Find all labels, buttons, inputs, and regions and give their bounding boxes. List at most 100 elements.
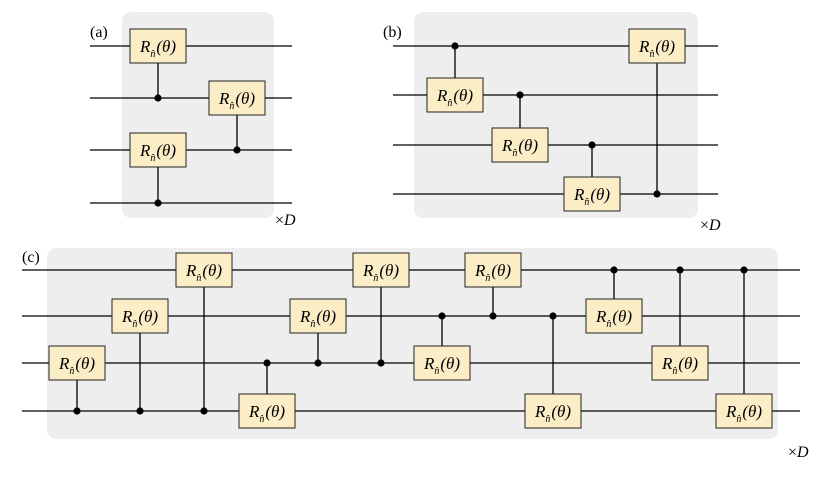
control-dot bbox=[676, 266, 684, 274]
gate-symbol: R bbox=[725, 402, 737, 421]
gate-angle: (θ) bbox=[491, 261, 511, 280]
gate-angle: (θ) bbox=[138, 307, 158, 326]
gate-symbol: R bbox=[573, 185, 585, 204]
rotation-gate: Rn̂(θ) bbox=[563, 176, 621, 212]
gate-box bbox=[651, 345, 709, 381]
gate-label: Rn̂(θ) bbox=[248, 402, 285, 425]
rotation-gate: Rn̂(θ) bbox=[289, 298, 347, 334]
rotation-gate: Rn̂(θ) bbox=[413, 345, 471, 381]
gate-axis: n̂ bbox=[229, 101, 234, 112]
gate-box bbox=[413, 345, 471, 381]
control-dot bbox=[154, 199, 162, 207]
gate-label: Rn̂(θ) bbox=[299, 307, 336, 330]
gate-axis: n̂ bbox=[512, 148, 517, 159]
panel-b: Rn̂(θ)Rn̂(θ)Rn̂(θ)Rn̂(θ)(b)×D bbox=[383, 12, 721, 234]
gate-axis: n̂ bbox=[736, 414, 741, 425]
control-dot bbox=[740, 266, 748, 274]
repeat-count-label: ×D bbox=[700, 217, 721, 234]
gate-axis: n̂ bbox=[485, 273, 490, 284]
panel-c: Rn̂(θ)Rn̂(θ)Rn̂(θ)Rn̂(θ)Rn̂(θ)Rn̂(θ)Rn̂(… bbox=[22, 248, 809, 461]
gate-axis: n̂ bbox=[150, 49, 155, 60]
gate-symbol: R bbox=[299, 307, 311, 326]
gate-box bbox=[289, 298, 347, 334]
gate-box bbox=[111, 298, 169, 334]
gate-label: Rn̂(θ) bbox=[661, 354, 698, 377]
gate-axis: n̂ bbox=[649, 49, 654, 60]
gate-axis: n̂ bbox=[584, 197, 589, 208]
gate-label: Rn̂(θ) bbox=[573, 185, 610, 208]
rotation-gate: Rn̂(θ) bbox=[129, 132, 187, 168]
rotation-gate: Rn̂(θ) bbox=[715, 393, 773, 429]
gate-label: Rn̂(θ) bbox=[185, 261, 222, 284]
gate-box bbox=[715, 393, 773, 429]
gate-axis: n̂ bbox=[132, 319, 137, 330]
gate-symbol: R bbox=[423, 354, 435, 373]
control-dot bbox=[549, 312, 557, 320]
rotation-gate: Rn̂(θ) bbox=[464, 252, 522, 288]
gate-label: Rn̂(θ) bbox=[218, 89, 255, 112]
rotation-gate: Rn̂(θ) bbox=[491, 127, 549, 163]
control-dot bbox=[588, 141, 596, 149]
gate-axis: n̂ bbox=[373, 273, 378, 284]
rotation-gate: Rn̂(θ) bbox=[651, 345, 709, 381]
rotation-gate: Rn̂(θ) bbox=[208, 80, 266, 116]
control-dot bbox=[610, 266, 618, 274]
gate-box bbox=[585, 298, 643, 334]
gate-symbol: R bbox=[474, 261, 486, 280]
gate-symbol: R bbox=[218, 89, 230, 108]
gate-box bbox=[129, 28, 187, 64]
panel-label: (c) bbox=[22, 249, 40, 266]
gate-label: Rn̂(θ) bbox=[436, 86, 473, 109]
control-dot bbox=[489, 312, 497, 320]
gate-symbol: R bbox=[362, 261, 374, 280]
gate-axis: n̂ bbox=[672, 366, 677, 377]
gate-angle: (θ) bbox=[678, 354, 698, 373]
gate-angle: (θ) bbox=[156, 141, 176, 160]
gate-label: Rn̂(θ) bbox=[638, 37, 675, 60]
gate-angle: (θ) bbox=[518, 136, 538, 155]
control-dot bbox=[516, 91, 524, 99]
gate-box bbox=[491, 127, 549, 163]
rotation-gate: Rn̂(θ) bbox=[628, 28, 686, 64]
rotation-gate: Rn̂(θ) bbox=[352, 252, 410, 288]
gate-symbol: R bbox=[595, 307, 607, 326]
gate-angle: (θ) bbox=[612, 307, 632, 326]
gate-label: Rn̂(θ) bbox=[121, 307, 158, 330]
gate-label: Rn̂(θ) bbox=[725, 402, 762, 425]
panel-label: (b) bbox=[383, 24, 402, 41]
gate-angle: (θ) bbox=[742, 402, 762, 421]
gate-box bbox=[464, 252, 522, 288]
control-dot bbox=[451, 42, 459, 50]
gate-symbol: R bbox=[534, 402, 546, 421]
gate-label: Rn̂(θ) bbox=[501, 136, 538, 159]
gate-angle: (θ) bbox=[590, 185, 610, 204]
repeated-block-background bbox=[414, 12, 698, 218]
gate-axis: n̂ bbox=[259, 414, 264, 425]
control-dot bbox=[136, 407, 144, 415]
gate-angle: (θ) bbox=[316, 307, 336, 326]
gate-box bbox=[48, 345, 106, 381]
gate-box bbox=[628, 28, 686, 64]
gate-axis: n̂ bbox=[69, 366, 74, 377]
gate-angle: (θ) bbox=[551, 402, 571, 421]
gate-angle: (θ) bbox=[379, 261, 399, 280]
gate-axis: n̂ bbox=[447, 98, 452, 109]
gate-symbol: R bbox=[638, 37, 650, 56]
gate-angle: (θ) bbox=[75, 354, 95, 373]
control-dot bbox=[377, 359, 385, 367]
rotation-gate: Rn̂(θ) bbox=[175, 252, 233, 288]
control-dot bbox=[154, 94, 162, 102]
control-dot bbox=[438, 312, 446, 320]
gate-angle: (θ) bbox=[655, 37, 675, 56]
repeat-count-label: ×D bbox=[275, 212, 296, 229]
control-dot bbox=[73, 407, 81, 415]
gate-box bbox=[352, 252, 410, 288]
gate-box bbox=[238, 393, 296, 429]
gate-angle: (θ) bbox=[265, 402, 285, 421]
gate-axis: n̂ bbox=[545, 414, 550, 425]
rotation-gate: Rn̂(θ) bbox=[238, 393, 296, 429]
gate-symbol: R bbox=[139, 141, 151, 160]
gate-label: Rn̂(θ) bbox=[139, 37, 176, 60]
gate-box bbox=[563, 176, 621, 212]
